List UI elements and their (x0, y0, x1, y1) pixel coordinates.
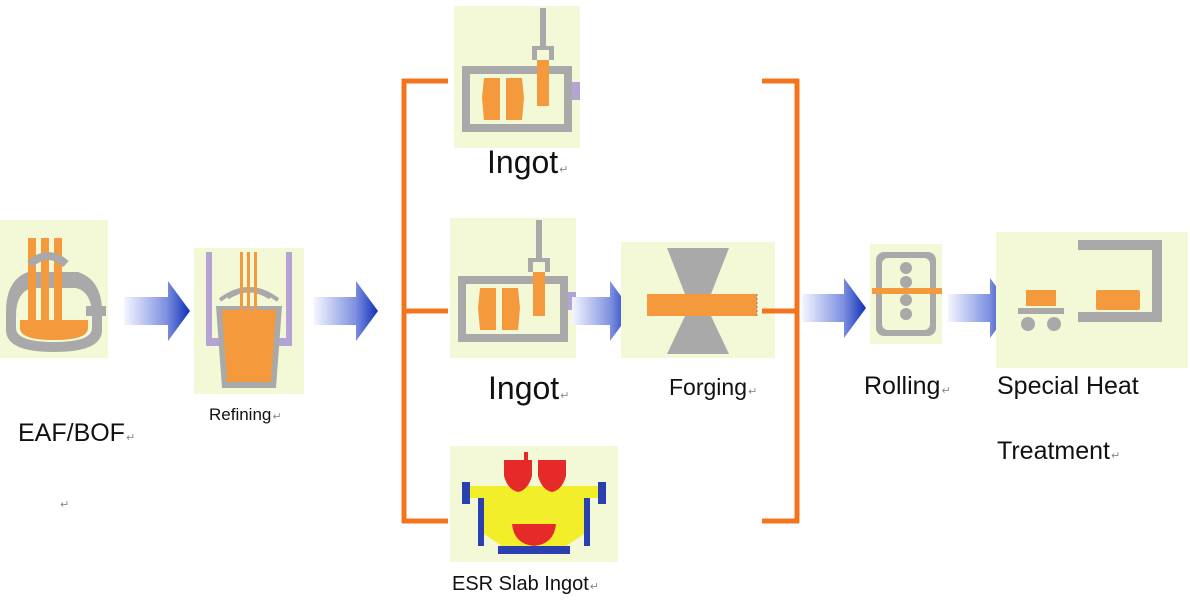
right-bracket (760, 75, 804, 527)
eaf-bof-label: EAF/BOF↵ (18, 419, 136, 447)
eaf-bof-illustration (0, 220, 108, 358)
paragraph-mark: ↵ (272, 411, 282, 423)
esr-label: ESR Slab Ingot↵ (452, 573, 599, 595)
paragraph-mark: ↵ (1111, 450, 1121, 462)
refining-illustration (194, 248, 304, 394)
ingot-top-illustration (454, 6, 580, 148)
heat-treatment-illustration (996, 232, 1188, 368)
heat-treatment-label-line2: Treatment↵ (997, 437, 1121, 465)
paragraph-mark: ↵ (560, 390, 570, 402)
esr-illustration (450, 446, 618, 562)
paragraph-mark: ↵ (747, 386, 758, 398)
ingot-top-label: Ingot↵ (487, 144, 569, 180)
arrow-ingot-to-forging (572, 281, 632, 341)
paragraph-mark: ↵ (941, 385, 951, 397)
rolling-illustration (870, 244, 942, 344)
rolling-label: Rolling↵ (864, 372, 951, 400)
arrow-eaf-to-refining (124, 281, 190, 341)
ingot-mid-illustration (450, 218, 576, 358)
paragraph-mark: ↵ (559, 164, 569, 176)
heat-treatment-label-line1: Special Heat (997, 372, 1139, 400)
paragraph-mark: ↵ (125, 432, 136, 444)
left-bracket (398, 75, 450, 527)
paragraph-mark: ↵ (589, 581, 599, 593)
arrow-forging-to-rolling (802, 278, 866, 338)
paragraph-mark-standalone: ↵ (60, 499, 70, 511)
arrow-refining-to-ingot (314, 281, 378, 341)
ingot-mid-label: Ingot↵ (488, 370, 570, 406)
refining-label: Refining↵ (209, 405, 282, 424)
forging-illustration (621, 242, 775, 358)
forging-label: Forging↵ (669, 374, 758, 400)
